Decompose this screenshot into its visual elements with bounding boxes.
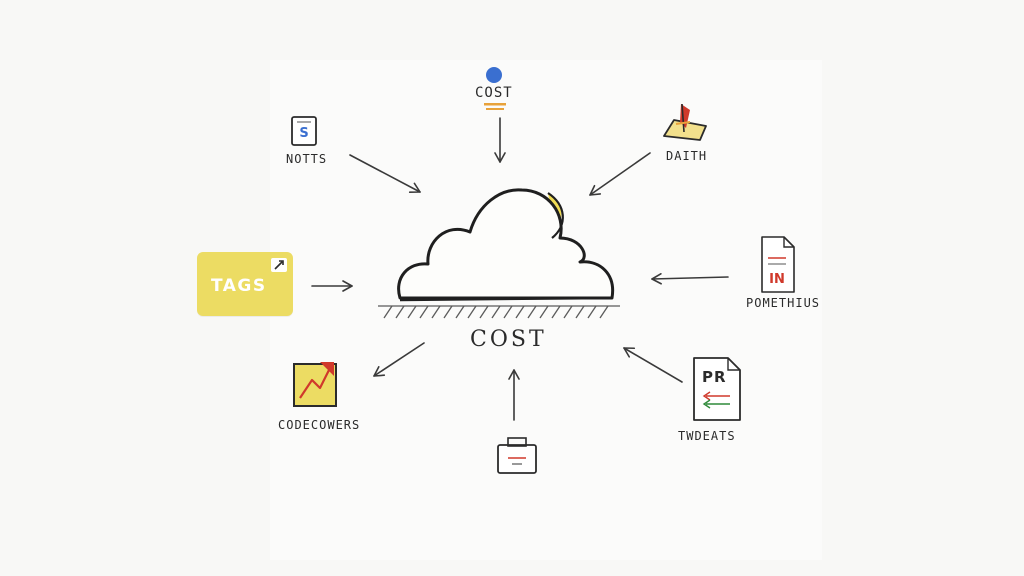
edit-icon	[271, 258, 287, 272]
pr-badge-label: PR	[702, 368, 727, 386]
connector-arrows	[311, 117, 729, 421]
top-left-label: NOTTS	[286, 152, 328, 166]
ground-hatching	[378, 305, 620, 319]
pull-request-document-icon	[693, 357, 741, 421]
arrow-top-right	[589, 152, 651, 196]
arrow-right	[651, 272, 729, 285]
tags-card: TAGS	[197, 252, 293, 316]
center-label: COST	[470, 327, 547, 352]
bottom-right-label: TWDEATS	[678, 429, 736, 443]
tags-label: TAGS	[211, 276, 267, 296]
arrow-bottom-right	[623, 347, 683, 383]
flag-icon	[663, 103, 707, 141]
bottom-left-label: CODECOWERS	[278, 418, 361, 432]
blue-dot-icon	[486, 67, 502, 83]
briefcase-icon	[497, 437, 537, 474]
document-icon: S	[291, 116, 317, 146]
arrow-bottom-left	[373, 342, 425, 377]
svg-text:S: S	[299, 126, 308, 141]
chart-icon	[293, 362, 337, 407]
cloud-icon	[397, 188, 615, 302]
svg-text:IN: IN	[769, 272, 785, 287]
arrow-top-left	[349, 154, 421, 194]
document-icon: IN	[761, 236, 795, 293]
top-label: COST	[475, 85, 513, 101]
right-label: POMETHIUS	[746, 296, 821, 310]
top-right-label: DAITH	[666, 149, 708, 163]
cost-underline	[484, 103, 506, 110]
